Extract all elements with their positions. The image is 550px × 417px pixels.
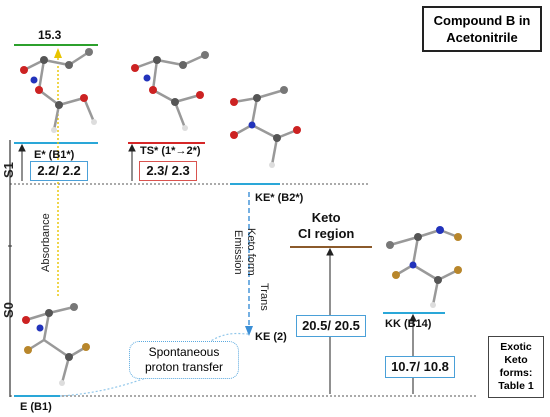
molecule-kk [386, 226, 462, 308]
arrowhead [128, 143, 136, 152]
absorbance-label: Absorbance [40, 213, 52, 272]
ke-star-label: KE* (B2*) [255, 192, 304, 204]
e-b1-label: E (B1) [20, 401, 52, 413]
ke2-label: KE (2) [255, 331, 287, 343]
e-star-energy-box: 2.2/ 2.2 [30, 161, 88, 181]
exotic-line-3: forms: [499, 367, 533, 379]
spontaneous-transfer-label: Spontaneous proton transfer [129, 341, 239, 379]
exotic-line-4: Table 1 [498, 380, 534, 392]
s1-axis-label: S1 [1, 162, 16, 178]
s0-axis-label: S0 [1, 302, 16, 318]
kk-energy-box: 10.7/ 10.8 [385, 356, 455, 378]
spontaneous-line-1: Spontaneous [148, 345, 220, 359]
emission-label-line-2: Keto form [245, 228, 257, 276]
molecule-e-b1 [22, 303, 90, 386]
spontaneous-line-2: proton transfer [144, 360, 224, 374]
molecule-e-star [20, 48, 97, 133]
emission-label-line-3: Emission [232, 230, 244, 275]
arrowhead [18, 143, 26, 152]
title-line-2: Acetonitrile [446, 30, 518, 45]
emission-arrowhead [245, 326, 253, 336]
keto-ci-label: Keto CI region [298, 210, 354, 242]
keto-ci-energy-box: 20.5/ 20.5 [296, 315, 366, 337]
molecule-ke-star [230, 86, 301, 168]
proton-transfer-curve [59, 332, 251, 397]
top-level-value: 15.3 [38, 28, 62, 42]
exotic-keto-box: Exotic Keto forms: Table 1 [488, 336, 544, 398]
molecule-ts-star [131, 51, 209, 131]
ts-star-energy-box: 2.3/ 2.3 [139, 161, 197, 181]
emission-label-line-1: Trans [258, 283, 270, 311]
e-star-label: E* (B1*) [34, 149, 75, 161]
arrowhead [409, 313, 417, 322]
arrowhead [326, 247, 334, 256]
kk-label: KK (B14) [385, 318, 432, 330]
diagram-title: Compound B in Acetonitrile [422, 6, 542, 52]
exotic-line-1: Exotic [500, 341, 532, 353]
keto-ci-line-2: CI region [298, 226, 355, 241]
keto-ci-line-1: Keto [311, 210, 341, 225]
exotic-line-2: Keto [504, 354, 528, 366]
title-line-1: Compound B in [433, 13, 531, 28]
ts-star-label: TS* (1*→2*) [140, 145, 201, 157]
absorbance-arrowhead [54, 48, 62, 58]
